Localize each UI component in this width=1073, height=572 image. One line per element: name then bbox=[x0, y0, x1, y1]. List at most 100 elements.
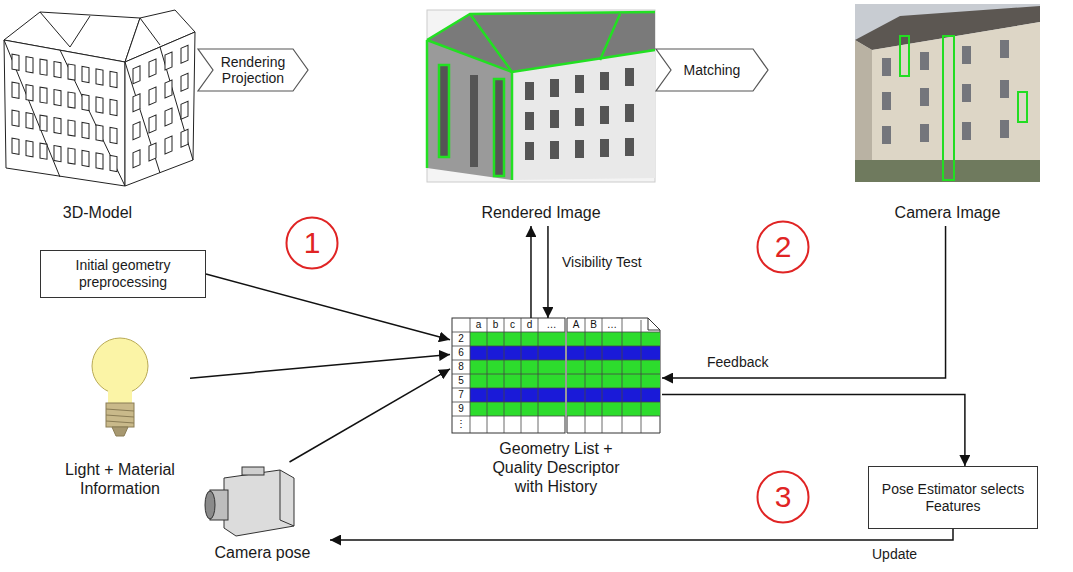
flow-arrow bbox=[547, 226, 549, 318]
geometry-table-part-part bbox=[470, 346, 565, 360]
rendered-building-part-part bbox=[427, 12, 655, 40]
camera-photo-part-part bbox=[962, 122, 971, 140]
callout-number: 2 bbox=[775, 231, 792, 263]
wireframe-model-part-part-part bbox=[68, 148, 75, 164]
rendered-building-part-part bbox=[525, 142, 534, 160]
box-text: Initial geometry preprocessing bbox=[53, 257, 193, 291]
wireframe-model-part-part-part bbox=[26, 85, 33, 101]
geometry-table-part-part bbox=[567, 388, 660, 402]
rendered-building-part bbox=[427, 40, 512, 180]
wireframe-model-part-part-part bbox=[181, 129, 188, 147]
wireframe-model-part-part-part bbox=[40, 59, 47, 75]
rendered-building-part-part bbox=[550, 79, 559, 97]
box-text: Rendering Projection bbox=[213, 54, 293, 86]
rendered-building-part-part bbox=[600, 139, 609, 157]
wireframe-model-part-part-part bbox=[54, 62, 61, 78]
flow-arrow bbox=[290, 369, 451, 462]
wireframe-model-part-part-part bbox=[149, 59, 156, 77]
wireframe-model-part-part-part bbox=[26, 141, 33, 157]
wireframe-model-part-part-part bbox=[12, 110, 19, 126]
wireframe-model-part bbox=[160, 47, 193, 160]
camera-photo-part-part bbox=[1018, 92, 1027, 122]
geometry-table-part-part bbox=[567, 346, 660, 347]
light-figure: Light + Material Information bbox=[50, 330, 190, 502]
wireframe-model-part bbox=[125, 32, 195, 186]
rendered-building-part-part bbox=[625, 68, 634, 86]
table-cell: c bbox=[504, 318, 521, 332]
wireframe-model-part-part-part bbox=[68, 120, 75, 136]
rendered-building bbox=[427, 10, 655, 182]
flow-arrow bbox=[206, 274, 450, 340]
rendered-building-part-part bbox=[440, 66, 448, 156]
light-bulb-part bbox=[92, 338, 148, 394]
rendered-building-part-part bbox=[494, 79, 504, 176]
rendered-building-part-part bbox=[525, 82, 534, 100]
camera-photo-part-part bbox=[882, 126, 891, 144]
flow-arrow bbox=[190, 354, 450, 378]
wireframe-model-part-part-part bbox=[110, 71, 117, 87]
rendered-building-part-part bbox=[426, 40, 429, 168]
circle-outline bbox=[758, 472, 809, 523]
wireframe-model-part-part-part bbox=[26, 113, 33, 129]
wireframe-model-part-part-part bbox=[40, 87, 47, 103]
process-box: Initial geometry preprocessing bbox=[40, 250, 206, 298]
wireframe-model-part-part-part bbox=[82, 122, 89, 138]
rendered-building-part-part bbox=[575, 140, 584, 158]
light-bulb-part bbox=[108, 388, 132, 404]
table-cell: a bbox=[470, 318, 487, 332]
geometry-table-part-part bbox=[567, 374, 660, 388]
wireframe-model-part-part-part bbox=[82, 150, 89, 166]
geometry-table-part bbox=[567, 318, 660, 433]
camera-photo-part-part bbox=[882, 92, 891, 110]
rendered-building-part-part bbox=[427, 40, 655, 72]
camera-photo-part-part bbox=[943, 36, 954, 180]
camera-photo-part-part bbox=[920, 88, 929, 106]
wireframe-model-part-part bbox=[133, 45, 188, 168]
camera-photo bbox=[855, 4, 1040, 182]
geometry-table-part-part bbox=[567, 332, 660, 346]
rendered-building-part-part bbox=[600, 72, 609, 90]
rendered-building-part-part bbox=[525, 112, 534, 130]
rendered-building-part-part bbox=[600, 106, 609, 124]
camera-photo-part-part bbox=[920, 52, 929, 70]
photo-figure: Camera Image bbox=[850, 2, 1045, 226]
geometry-table-part-part bbox=[567, 332, 660, 333]
wireframe-model-part-part-part bbox=[96, 153, 103, 169]
flow-arrow bbox=[530, 226, 532, 318]
rendered-building-part-part bbox=[550, 141, 559, 159]
chevron-outline bbox=[198, 49, 308, 91]
table-cell: B bbox=[585, 318, 602, 332]
rendered-building-part-part bbox=[600, 14, 620, 60]
table-cell: b bbox=[487, 318, 504, 332]
table-cell: A bbox=[567, 318, 585, 332]
camera-photo-part-part bbox=[900, 36, 909, 76]
wireframe-model-part bbox=[125, 62, 160, 173]
wireframe-model-part bbox=[12, 54, 117, 171]
rendered-building-part-part bbox=[575, 108, 584, 126]
geometry-table-part-part bbox=[452, 374, 565, 375]
geometry-table-part-part bbox=[470, 374, 565, 388]
camera-icon-part bbox=[280, 470, 294, 526]
wireframe-model-part-part-part bbox=[133, 66, 140, 84]
wireframe-model-part-part-part bbox=[149, 143, 156, 161]
wireframe-model-part-part-part bbox=[110, 155, 117, 171]
rendered-building-part-part bbox=[625, 138, 634, 156]
geometry-table-part-part bbox=[452, 360, 565, 361]
geometry-table-part-part bbox=[452, 402, 565, 403]
edge-label: Visibility Test bbox=[560, 254, 644, 271]
camera-photo-part-part bbox=[962, 46, 971, 64]
callout-circle: 3 bbox=[756, 470, 810, 524]
wireframe-model-part-part-part bbox=[165, 108, 172, 126]
flow-arrow bbox=[330, 529, 953, 540]
wireframe-model-part bbox=[140, 18, 160, 45]
figure-caption: Geometry List + Quality Descriptor with … bbox=[486, 439, 626, 496]
flow-arrow bbox=[662, 394, 965, 466]
model-figure: 3D-Model bbox=[0, 0, 195, 226]
table-cell: ⋮ bbox=[452, 417, 470, 431]
render-figure: Rendered Image bbox=[425, 8, 657, 226]
rendered-building-part-part bbox=[439, 65, 449, 157]
figure-caption: Camera pose bbox=[214, 543, 310, 562]
wireframe-model-part-part-part bbox=[149, 87, 156, 105]
light-bulb-part bbox=[106, 421, 134, 423]
geometry-table-part bbox=[452, 318, 660, 433]
